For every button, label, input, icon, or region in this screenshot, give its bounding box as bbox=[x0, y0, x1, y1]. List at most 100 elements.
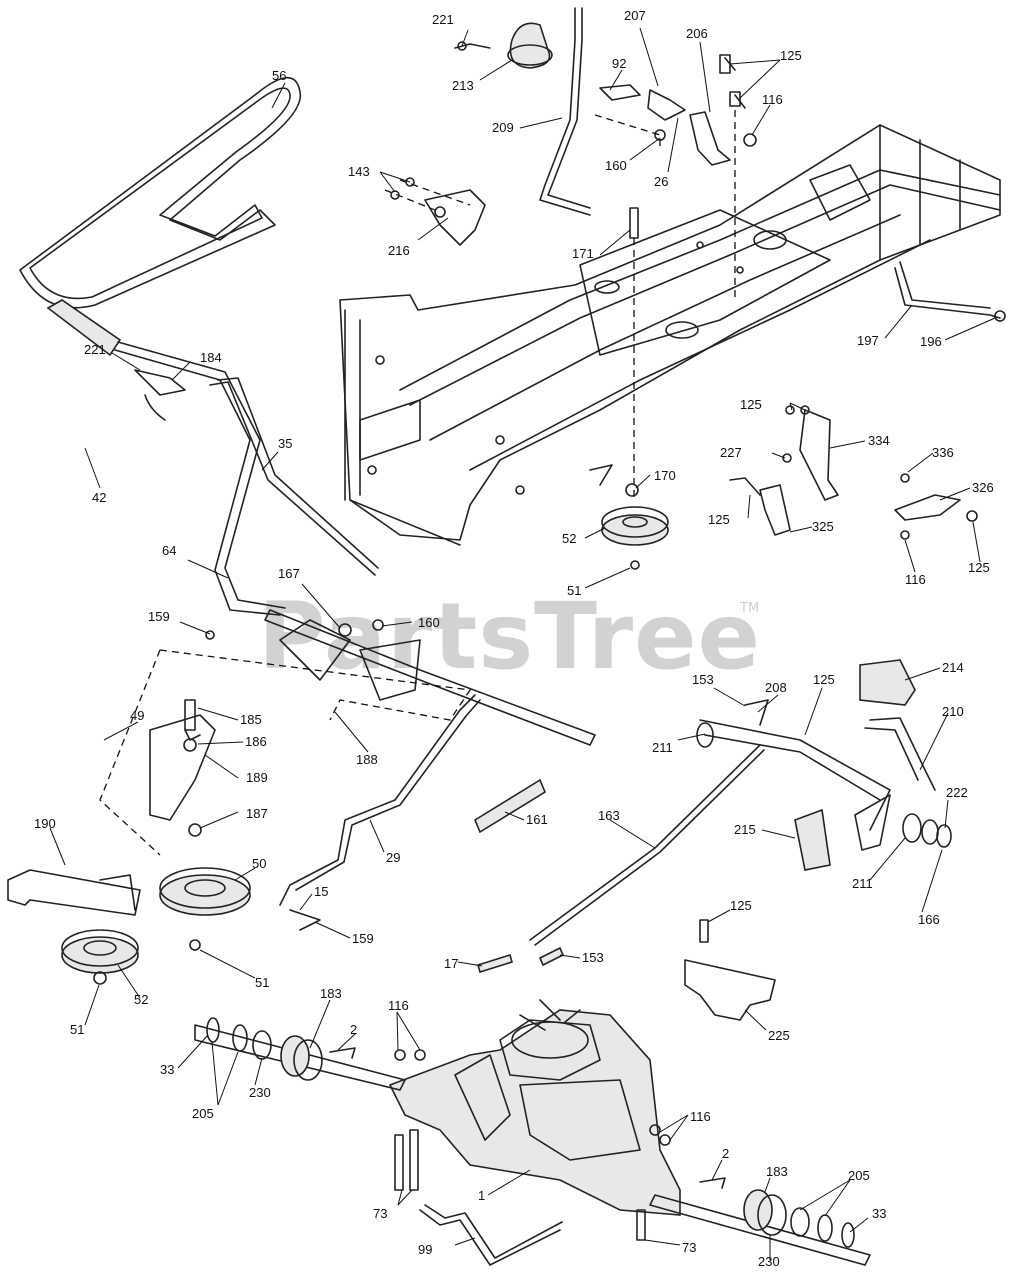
callout-214: 214 bbox=[942, 660, 964, 675]
callout-216: 216 bbox=[388, 243, 410, 258]
lift-lever-assembly bbox=[454, 7, 591, 216]
chassis-frame bbox=[339, 124, 1001, 546]
callout-160: 160 bbox=[605, 158, 627, 173]
callout-116: 116 bbox=[905, 572, 926, 587]
pedal-rod-197 bbox=[894, 261, 1006, 322]
callout-183: 183 bbox=[320, 986, 342, 1001]
callout-225: 225 bbox=[768, 1028, 790, 1043]
callout-184: 184 bbox=[200, 350, 222, 365]
main-shaft-assembly bbox=[99, 609, 596, 856]
callout-211: 211 bbox=[852, 876, 873, 891]
callout-166: 166 bbox=[918, 912, 940, 927]
pulley-52-left bbox=[61, 929, 139, 985]
pedal-assembly bbox=[696, 659, 952, 871]
rod-99 bbox=[419, 1204, 563, 1266]
callout-196: 196 bbox=[920, 334, 942, 349]
arm-190 bbox=[7, 869, 141, 916]
callout-210: 210 bbox=[942, 704, 964, 719]
axle-washers-right bbox=[699, 1177, 855, 1248]
callout-42: 42 bbox=[92, 490, 106, 505]
callout-116: 116 bbox=[690, 1109, 711, 1124]
callout-51: 51 bbox=[70, 1022, 84, 1037]
callout-159: 159 bbox=[352, 931, 374, 946]
callout-222: 222 bbox=[946, 785, 968, 800]
callout-33: 33 bbox=[160, 1062, 174, 1077]
callout-56: 56 bbox=[272, 68, 286, 83]
callout-326: 326 bbox=[972, 480, 994, 495]
callout-215: 215 bbox=[734, 822, 756, 837]
callout-116: 116 bbox=[762, 92, 783, 107]
callout-161: 161 bbox=[526, 812, 548, 827]
callout-170: 170 bbox=[654, 468, 676, 483]
callout-190: 190 bbox=[34, 816, 56, 831]
callout-221: 221 bbox=[432, 12, 454, 27]
callout-197: 197 bbox=[857, 333, 879, 348]
callout-2: 2 bbox=[722, 1146, 729, 1161]
callout-1: 1 bbox=[478, 1188, 485, 1203]
callout-125: 125 bbox=[780, 48, 802, 63]
rod-29 bbox=[279, 694, 481, 931]
callout-33: 33 bbox=[872, 1206, 886, 1221]
leader-lines bbox=[49, 27, 996, 1260]
idler-pulley-50 bbox=[159, 867, 251, 951]
callout-188: 188 bbox=[356, 752, 378, 767]
callout-209: 209 bbox=[492, 120, 514, 135]
callout-92: 92 bbox=[612, 56, 626, 71]
callout-2: 2 bbox=[350, 1022, 357, 1037]
callout-143: 143 bbox=[348, 164, 370, 179]
callout-159: 159 bbox=[148, 609, 170, 624]
callout-205: 205 bbox=[192, 1106, 214, 1121]
callout-125: 125 bbox=[740, 397, 762, 412]
transaxle bbox=[194, 999, 871, 1266]
callout-325: 325 bbox=[812, 519, 834, 534]
callout-125: 125 bbox=[813, 672, 835, 687]
callout-64: 64 bbox=[162, 543, 176, 558]
callout-213: 213 bbox=[452, 78, 474, 93]
callout-73: 73 bbox=[373, 1206, 387, 1221]
callout-116: 116 bbox=[388, 998, 409, 1013]
right-brackets bbox=[729, 405, 978, 540]
callout-207: 207 bbox=[624, 8, 646, 23]
callout-230: 230 bbox=[758, 1254, 780, 1269]
callout-51: 51 bbox=[255, 975, 269, 990]
callout-211: 211 bbox=[652, 740, 673, 755]
steering-levers bbox=[46, 299, 379, 616]
callout-160: 160 bbox=[418, 615, 440, 630]
callout-189: 189 bbox=[246, 770, 268, 785]
rod-163 bbox=[473, 744, 765, 974]
callout-52: 52 bbox=[562, 531, 576, 546]
callout-125: 125 bbox=[968, 560, 990, 575]
callout-125: 125 bbox=[730, 898, 752, 913]
upper-bracket-parts bbox=[594, 54, 757, 300]
callout-35: 35 bbox=[278, 436, 292, 451]
callout-153: 153 bbox=[692, 672, 714, 687]
callout-125: 125 bbox=[708, 512, 730, 527]
callout-153: 153 bbox=[582, 950, 604, 965]
callout-163: 163 bbox=[598, 808, 620, 823]
callout-73: 73 bbox=[682, 1240, 696, 1255]
callout-230: 230 bbox=[249, 1085, 271, 1100]
watermark-trademark: TM bbox=[739, 601, 759, 616]
drive-belt bbox=[19, 76, 302, 309]
axle-washers-left bbox=[206, 1017, 356, 1081]
callout-26: 26 bbox=[654, 174, 668, 189]
callout-206: 206 bbox=[686, 26, 708, 41]
callout-51: 51 bbox=[567, 583, 581, 598]
callout-49: 49 bbox=[130, 708, 144, 723]
callout-336: 336 bbox=[932, 445, 954, 460]
callout-50: 50 bbox=[252, 856, 266, 871]
bracket-225 bbox=[684, 919, 776, 1021]
callout-17: 17 bbox=[444, 956, 458, 971]
callout-205: 205 bbox=[848, 1168, 870, 1183]
callout-183: 183 bbox=[766, 1164, 788, 1179]
callout-227: 227 bbox=[720, 445, 742, 460]
idler-bracket-189 bbox=[149, 699, 216, 837]
callout-186: 186 bbox=[245, 734, 267, 749]
callout-187: 187 bbox=[246, 806, 268, 821]
callout-221: 221 bbox=[84, 342, 106, 357]
callout-171: 171 bbox=[572, 246, 594, 261]
callout-185: 185 bbox=[240, 712, 262, 727]
